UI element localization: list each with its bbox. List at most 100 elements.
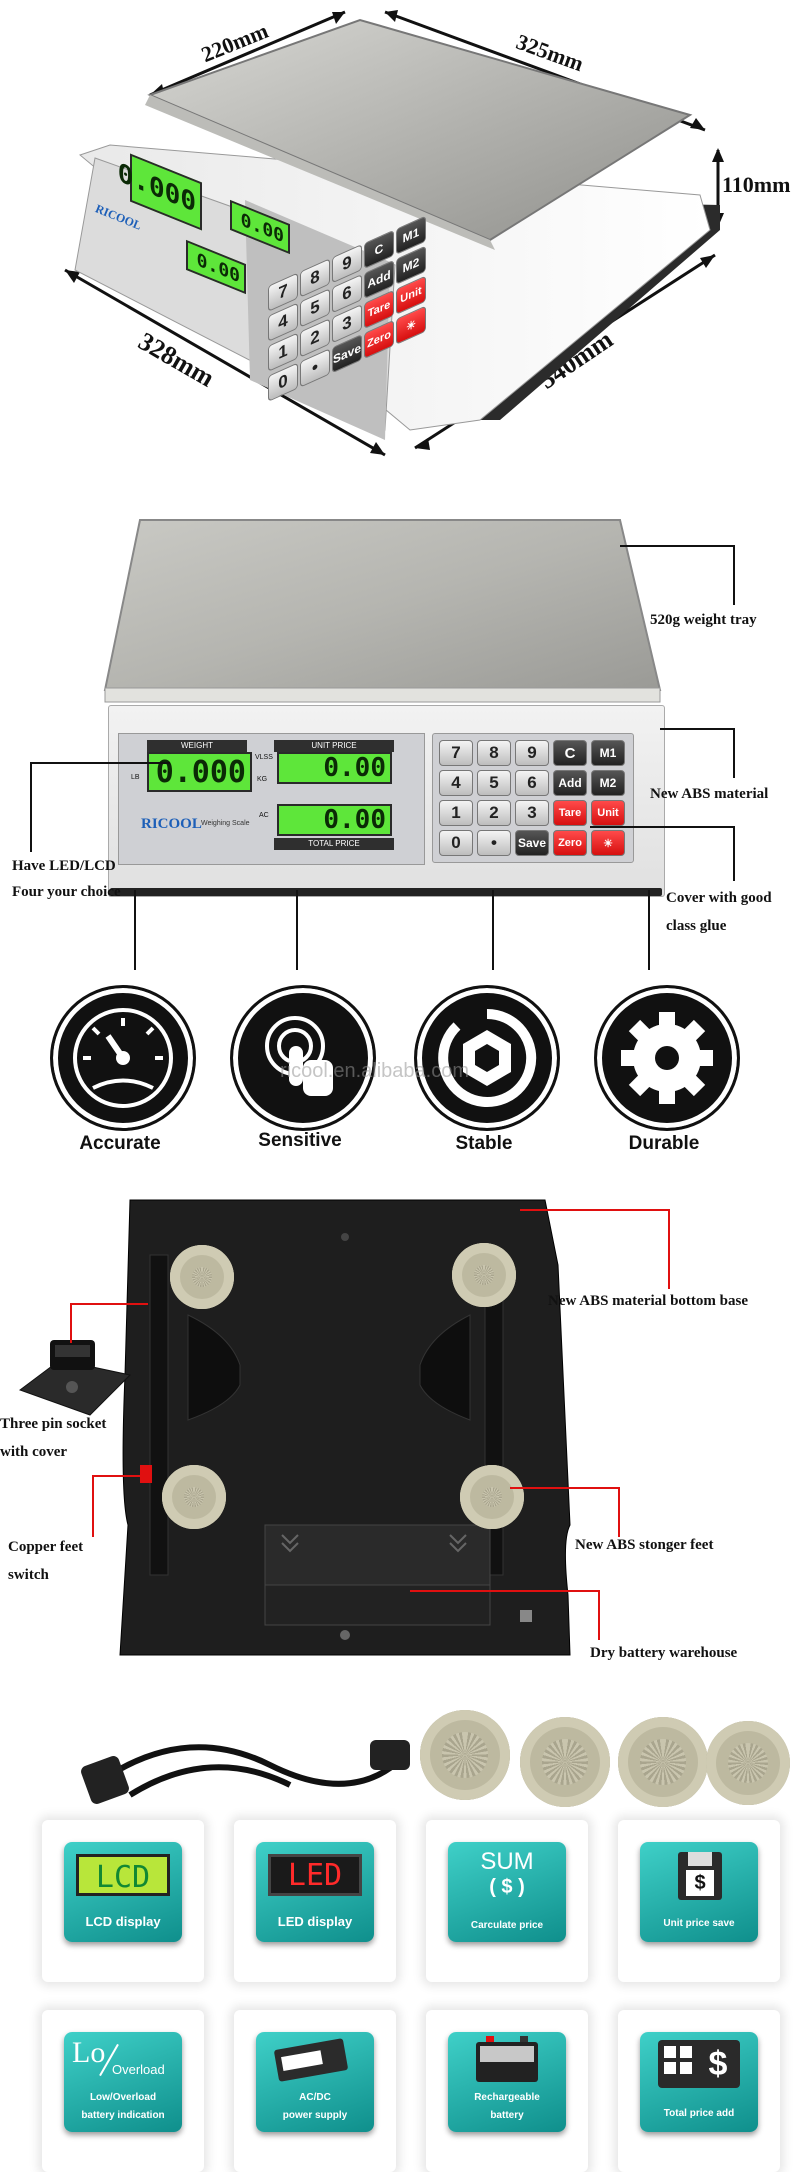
callout-copper-1: Copper feet — [8, 1539, 84, 1555]
tile-total-price-add: $ Total price add — [618, 2010, 780, 2172]
key-unit[interactable]: Unit — [591, 800, 625, 826]
callout-feet: New ABS stonger feet — [575, 1537, 714, 1553]
section-bottom-view: New ABS material bottom base Three pin s… — [0, 1195, 800, 1675]
keypad: 7 8 9 C M1 4 5 6 Add M2 1 2 3 Tare Unit … — [432, 733, 634, 863]
tile-label: AC/DC — [299, 2092, 331, 2103]
tile-label: Unit price save — [663, 1918, 735, 1929]
key-save[interactable]: Save — [515, 830, 549, 856]
feature-durable: Durable — [628, 1133, 700, 1154]
section-accessories — [0, 1705, 800, 1825]
tile-label: LCD display — [85, 1914, 161, 1929]
tile-label-2: battery — [490, 2110, 524, 2121]
key-4[interactable]: 4 — [439, 770, 473, 796]
total-price-lcd: 0.00 — [277, 804, 392, 836]
key-backlight[interactable]: ☀ — [591, 830, 625, 856]
lb-label: LB — [131, 774, 140, 781]
battery-icon — [476, 2036, 538, 2082]
sum-icon: SUM — [480, 1848, 534, 1875]
bottom-base — [119, 1199, 571, 1656]
display-panel: WEIGHT 0.000 LB VLSS KG UNIT PRICE 0.00 … — [118, 733, 425, 865]
spare-foot-1 — [420, 1710, 510, 1800]
ac-label: AC — [259, 812, 269, 819]
key-tare[interactable]: Tare — [553, 800, 587, 826]
weight-lcd: 0.000 — [147, 752, 252, 792]
key-m2[interactable]: M2 — [591, 770, 625, 796]
callout-tray: 520g weight tray — [650, 612, 757, 628]
touch-icon — [230, 985, 376, 1131]
section-dimensions: 220mm 325mm 110mm 328mm 340mm 0.000 0.00… — [0, 0, 800, 470]
key-3[interactable]: 3 — [515, 800, 549, 826]
key-c[interactable]: C — [553, 740, 587, 766]
section-features: ricool.en.alibaba.com Accurate Sensitive… — [0, 890, 800, 1160]
calc-dollar: $ — [708, 2045, 728, 2083]
feature-sensitive: Sensitive — [258, 1130, 342, 1151]
key-2[interactable]: 2 — [477, 800, 511, 826]
key-7[interactable]: 7 — [439, 740, 473, 766]
feature-stable: Stable — [455, 1133, 513, 1154]
gear-icon — [594, 985, 740, 1131]
key-m1[interactable]: M1 — [591, 740, 625, 766]
tile-low-overload: Lo Overload Low/Overload battery indicat… — [42, 2010, 204, 2172]
key-8[interactable]: 8 — [477, 740, 511, 766]
foot-bottom-left — [162, 1465, 226, 1529]
calculator-icon: $ — [658, 2040, 740, 2088]
key-5[interactable]: 5 — [477, 770, 511, 796]
brand-logo: RICOOL — [141, 816, 202, 832]
tile-label-2: battery indication — [81, 2110, 165, 2121]
spare-foot-3 — [618, 1717, 708, 1807]
tile-label: Low/Overload — [89, 2092, 157, 2103]
tile-ac-dc: AC/DC power supply — [234, 2010, 396, 2172]
weight-tray — [103, 519, 662, 703]
key-0[interactable]: 0 — [439, 830, 473, 856]
callout-socket-1: Three pin socket — [0, 1416, 107, 1432]
feature-accurate: Accurate — [79, 1133, 161, 1154]
callout-abs: New ABS material — [650, 786, 769, 802]
callout-battery: Dry battery warehouse — [590, 1645, 738, 1661]
plug-icon — [273, 2038, 349, 2082]
lcd-icon: LCD — [76, 1854, 170, 1896]
unit-price-label: UNIT PRICE — [274, 740, 394, 752]
kg-label: KG — [257, 776, 268, 783]
tile-lcd: LCD LCD display — [42, 1820, 204, 1982]
weight-label: WEIGHT — [147, 740, 247, 752]
tile-unit-price-save: $ Unit price save — [618, 1820, 780, 1982]
key-6[interactable]: 6 — [515, 770, 549, 796]
callout-led-lcd-2: Four your choice — [12, 884, 121, 900]
total-price-label: TOTAL PRICE — [274, 838, 394, 850]
foot-top-left — [170, 1245, 234, 1309]
unit-price-lcd: 0.00 — [277, 752, 392, 784]
dim-110: 110mm — [722, 172, 791, 197]
vlss-label: VLSS — [255, 754, 273, 761]
floppy-dollar: $ — [686, 1870, 714, 1896]
section-front-view: WEIGHT 0.000 LB VLSS KG UNIT PRICE 0.00 … — [0, 500, 800, 934]
battery-low-icon: Lo — [72, 2036, 106, 2069]
tile-rechargeable: Rechargeable battery — [426, 2010, 588, 2172]
tile-sum: SUM ( $ ) Carculate price — [426, 1820, 588, 1982]
led-icon: LED — [268, 1854, 362, 1896]
speedometer-icon — [50, 985, 196, 1131]
key-1[interactable]: 1 — [439, 800, 473, 826]
key-9[interactable]: 9 — [515, 740, 549, 766]
key-add[interactable]: Add — [553, 770, 587, 796]
callout-socket-2: with cover — [0, 1444, 68, 1460]
key-dot[interactable]: • — [477, 830, 511, 856]
callout-cover-2: class glue — [666, 918, 727, 934]
spare-foot-2 — [520, 1717, 610, 1807]
callout-copper-2: switch — [8, 1567, 49, 1583]
floppy-save-icon: $ — [678, 1852, 722, 1900]
overload-text: Overload — [112, 2062, 165, 2077]
callout-led-lcd-1: Have LED/LCD — [12, 858, 116, 874]
spare-foot-4 — [706, 1721, 790, 1805]
brand-subtitle: Weighing Scale — [201, 820, 250, 827]
tile-label-2: power supply — [282, 2110, 348, 2121]
watermark: ricool.en.alibaba.com — [280, 1060, 469, 1082]
socket-icon — [18, 1340, 132, 1416]
tile-led: LED LED display — [234, 1820, 396, 1982]
callout-bottom-base: New ABS material bottom base — [548, 1293, 748, 1309]
tile-label: LED display — [277, 1914, 353, 1929]
tile-label: Carculate price — [470, 1920, 544, 1931]
section-feature-tiles: LCD LCD display LED LED display SUM ( $ … — [0, 1820, 800, 2172]
key-zero[interactable]: Zero — [553, 830, 587, 856]
foot-top-right — [452, 1243, 516, 1307]
foot-bottom-right — [460, 1465, 524, 1529]
